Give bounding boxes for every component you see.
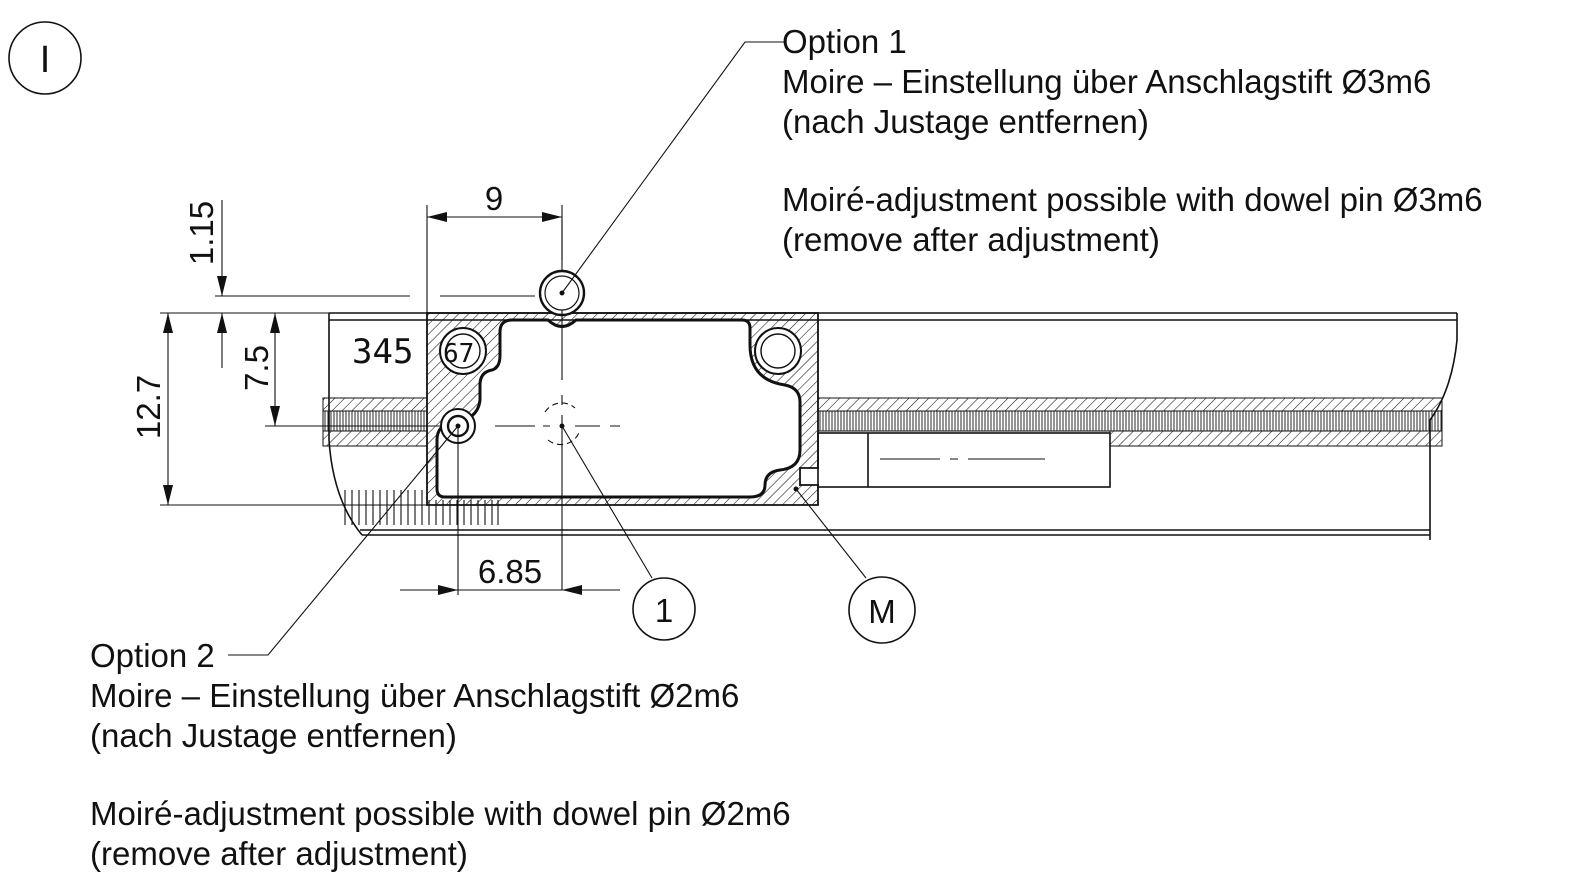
- dimension-9-label: 9: [485, 180, 503, 217]
- option2-note: Option 2 Moire – Einstellung über Anschl…: [90, 636, 791, 874]
- callout-1-text: 1: [655, 592, 673, 629]
- scale-housing: [322, 312, 1458, 540]
- dimension-1-15: 1.15: [183, 200, 535, 368]
- part-marking-small: 67: [443, 339, 474, 369]
- dimension-7-5: 7.5: [238, 313, 440, 427]
- option2-de: Moire – Einstellung über Anschlagstift Ø…: [90, 677, 740, 714]
- view-label-text: I: [40, 39, 51, 81]
- option1-title: Option 1: [782, 23, 907, 60]
- option1-de2: (nach Justage entfernen): [782, 103, 1149, 140]
- option2-de2: (nach Justage entfernen): [90, 717, 457, 754]
- callout-1: 1: [632, 577, 696, 641]
- part-marking: 345: [352, 332, 413, 372]
- option1-note: Option 1 Moire – Einstellung über Anschl…: [782, 22, 1483, 260]
- option2-en: Moiré-adjustment possible with dowel pin…: [90, 795, 791, 832]
- option1-gap: [782, 142, 1483, 180]
- callout-m-text: M: [868, 593, 896, 630]
- callout-m: M: [848, 576, 916, 644]
- dimension-7-5-label: 7.5: [238, 345, 275, 391]
- dimension-12-7-label: 12.7: [130, 375, 167, 439]
- sealing-lips: [344, 490, 499, 525]
- view-label: I: [8, 21, 82, 95]
- dimension-9: 9: [426, 180, 563, 313]
- option2-en2: (remove after adjustment): [90, 835, 468, 872]
- leader-lines: [228, 41, 867, 656]
- dimension-12-7: 12.7: [130, 312, 427, 506]
- option1-en2: (remove after adjustment): [782, 221, 1160, 258]
- scanning-head: [426, 269, 819, 506]
- option2-title: Option 2: [90, 637, 215, 674]
- option2-gap: [90, 756, 791, 794]
- dimension-6-85: 6.85: [400, 553, 620, 595]
- option1-de: Moire – Einstellung über Anschlagstift Ø…: [782, 63, 1432, 100]
- option1-en: Moiré-adjustment possible with dowel pin…: [782, 181, 1483, 218]
- dimension-6-85-label: 6.85: [478, 553, 542, 590]
- dimension-1-15-label: 1.15: [183, 201, 220, 265]
